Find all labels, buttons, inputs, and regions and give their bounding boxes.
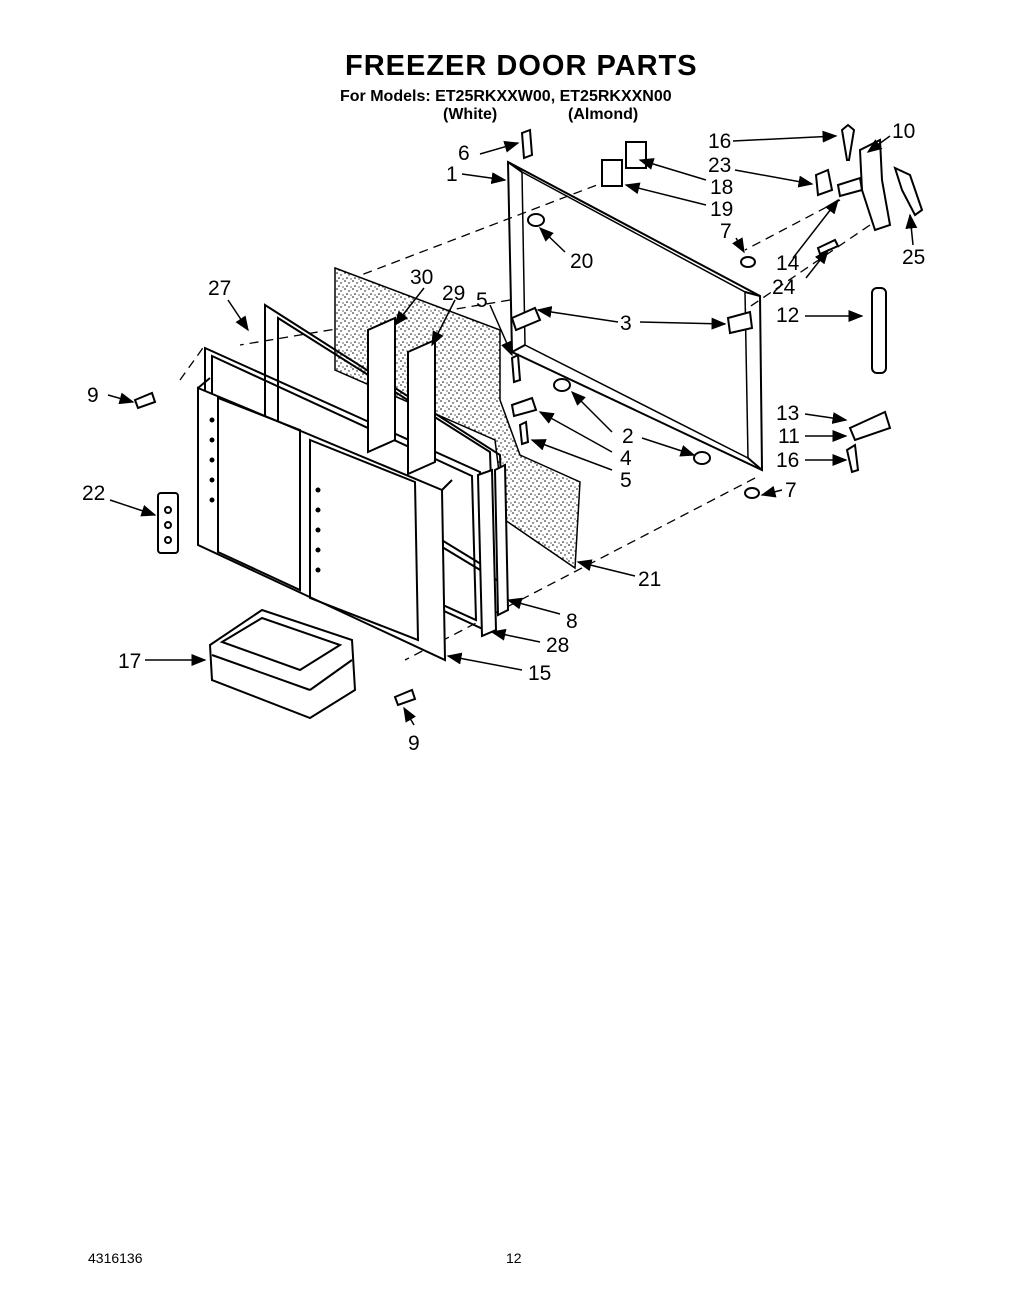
page-number: 12 bbox=[506, 1250, 522, 1266]
callout-25: 25 bbox=[902, 246, 925, 269]
callout-14: 14 bbox=[776, 252, 800, 275]
leader-10 bbox=[866, 135, 891, 153]
callout-22: 22 bbox=[82, 482, 105, 505]
leader-2-right bbox=[641, 437, 696, 457]
models-line: For Models: ET25RKXXW00, ET25RKXXN00 bbox=[340, 88, 672, 105]
side-trim-strips bbox=[476, 463, 510, 638]
leader-7-top bbox=[732, 237, 745, 254]
leader-16-top bbox=[732, 130, 838, 143]
callout-11: 11 bbox=[778, 425, 800, 448]
callout-leaders bbox=[107, 130, 918, 726]
callout-17: 17 bbox=[118, 650, 141, 673]
callout-19: 19 bbox=[710, 198, 733, 221]
leader-9-bottom bbox=[403, 706, 417, 726]
callout-29: 29 bbox=[442, 282, 465, 305]
leader-14 bbox=[792, 198, 839, 259]
callout-21: 21 bbox=[638, 568, 661, 591]
leader-7-bottom bbox=[760, 485, 783, 498]
leader-13 bbox=[804, 412, 848, 424]
callout-28: 28 bbox=[546, 634, 569, 657]
callout-3: 3 bbox=[620, 312, 632, 335]
leader-22 bbox=[109, 499, 157, 517]
callout-7-top: 7 bbox=[720, 220, 732, 243]
leader-27 bbox=[227, 299, 249, 332]
callout-8: 8 bbox=[566, 610, 578, 633]
callout-9-bottom: 9 bbox=[408, 732, 420, 755]
leader-23 bbox=[734, 169, 814, 188]
callout-12: 12 bbox=[776, 304, 799, 327]
leader-19 bbox=[624, 182, 707, 206]
callout-9-left: 9 bbox=[87, 384, 99, 407]
callout-5-bottom: 5 bbox=[620, 469, 632, 492]
outer-door-panel bbox=[506, 160, 764, 472]
leader-15 bbox=[446, 652, 523, 671]
leader-4 bbox=[538, 411, 613, 453]
leader-5-bottom bbox=[530, 439, 613, 471]
leader-24 bbox=[805, 248, 829, 279]
inner-door-liner bbox=[197, 377, 453, 662]
callout-30: 30 bbox=[410, 266, 433, 289]
page-title: FREEZER DOOR PARTS bbox=[345, 50, 698, 82]
callout-10: 10 bbox=[892, 120, 915, 143]
breaker-strips bbox=[367, 316, 436, 476]
leader-3-right bbox=[639, 317, 727, 330]
leader-3-left bbox=[536, 306, 619, 323]
leader-28 bbox=[490, 628, 541, 643]
callout-23: 23 bbox=[708, 154, 731, 177]
callout-6: 6 bbox=[458, 142, 470, 165]
leader-20 bbox=[538, 226, 566, 253]
callout-5-top: 5 bbox=[476, 289, 488, 312]
leader-6 bbox=[479, 140, 520, 155]
callout-20: 20 bbox=[570, 250, 593, 273]
callout-13: 13 bbox=[776, 402, 799, 425]
leader-25 bbox=[905, 213, 918, 246]
hinge-and-handle-hardware bbox=[814, 123, 924, 474]
door-bin bbox=[208, 608, 357, 720]
callout-16-bottom: 16 bbox=[776, 449, 799, 472]
variant-almond: (Almond) bbox=[568, 106, 639, 123]
leader-8 bbox=[506, 597, 561, 615]
leader-21 bbox=[576, 559, 636, 577]
leader-18 bbox=[638, 158, 707, 181]
callout-18: 18 bbox=[710, 176, 733, 199]
leader-1 bbox=[461, 172, 507, 185]
shelf-bracket bbox=[157, 492, 179, 554]
leader-29 bbox=[431, 299, 456, 347]
callout-15: 15 bbox=[528, 662, 551, 685]
callout-labels: 1 2 3 4 5 5 6 7 7 8 9 9 10 11 12 13 14 1… bbox=[82, 120, 925, 755]
leader-30 bbox=[394, 287, 425, 327]
callout-24: 24 bbox=[772, 276, 796, 299]
liner-shelf-slots bbox=[209, 417, 321, 573]
alignment-lines bbox=[179, 179, 871, 661]
variant-white: (White) bbox=[443, 106, 498, 123]
leader-2-left bbox=[570, 390, 613, 433]
leader-9-left bbox=[107, 392, 135, 405]
callout-2: 2 bbox=[622, 425, 634, 448]
callout-16-top: 16 bbox=[708, 130, 731, 153]
callout-7-bottom: 7 bbox=[785, 479, 797, 502]
callout-27: 27 bbox=[208, 277, 231, 300]
document-number: 4316136 bbox=[88, 1250, 143, 1266]
callout-1: 1 bbox=[446, 163, 458, 186]
callout-4: 4 bbox=[620, 447, 632, 470]
leader-5-top bbox=[489, 304, 513, 357]
